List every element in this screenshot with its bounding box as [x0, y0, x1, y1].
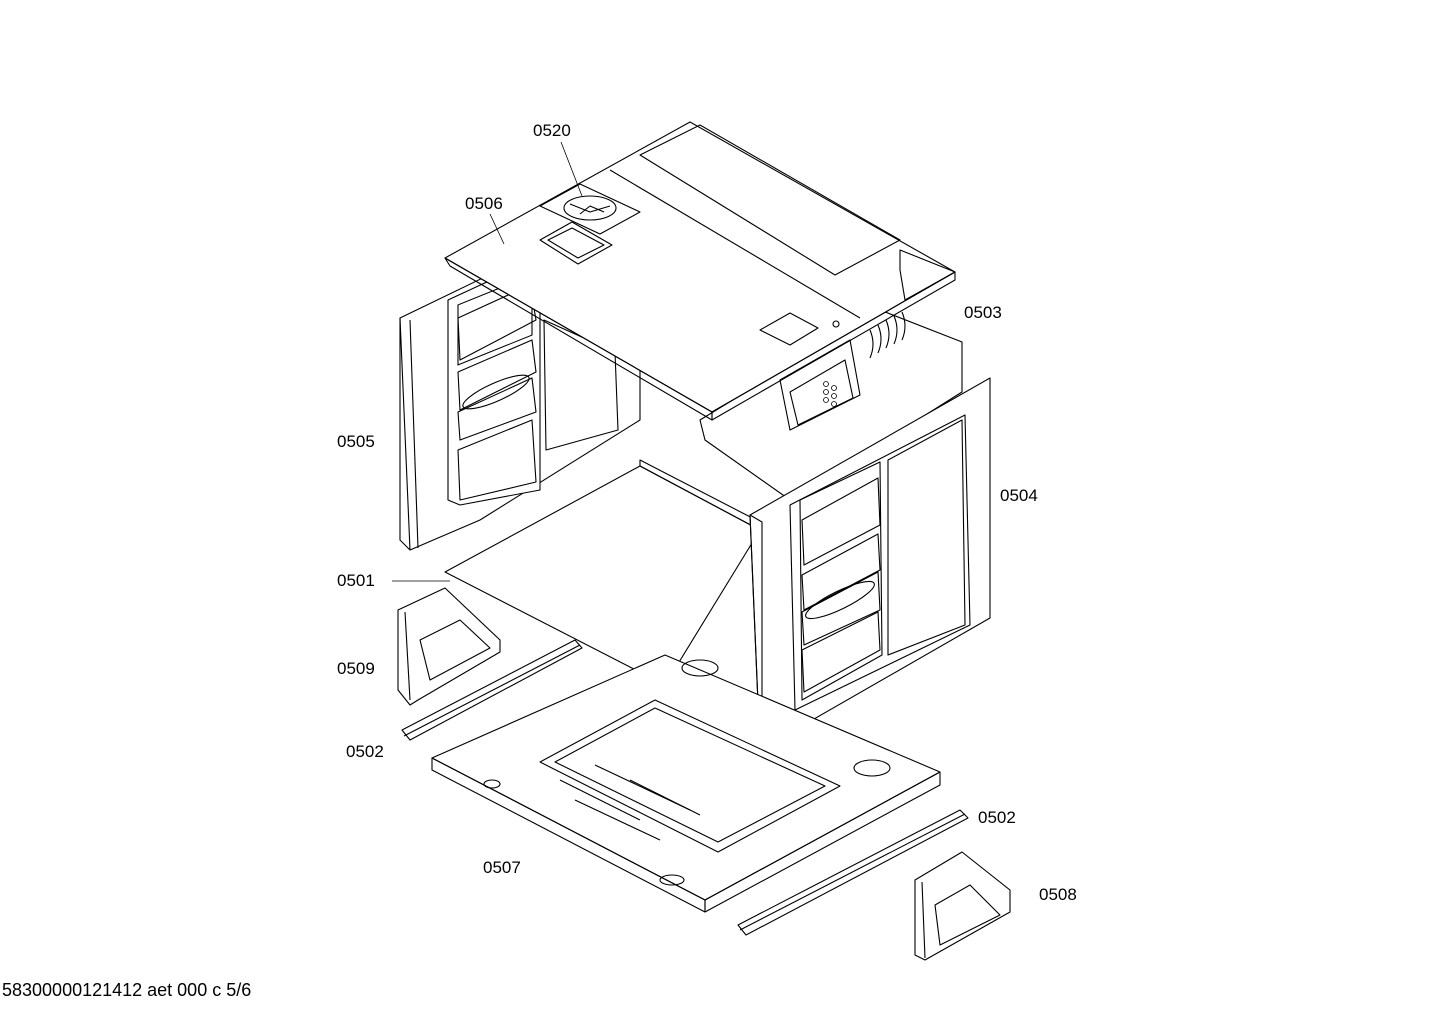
part-0502-left-runner — [401, 639, 583, 741]
label-0501: 0501 — [337, 571, 375, 590]
label-0508: 0508 — [1039, 885, 1077, 904]
label-0505: 0505 — [337, 432, 375, 451]
label-0503: 0503 — [964, 303, 1002, 322]
label-0507: 0507 — [483, 858, 521, 877]
vent-grille — [869, 311, 906, 359]
part-0520-fan-cover — [539, 183, 641, 235]
label-0502-right: 0502 — [978, 808, 1016, 827]
part-0506-top-cover — [444, 121, 956, 421]
label-0520: 0520 — [533, 121, 571, 140]
part-0502-right-runner — [737, 809, 969, 936]
label-0506: 0506 — [465, 194, 503, 213]
part-0508-bracket — [914, 851, 1011, 961]
part-0509-bracket — [397, 587, 501, 706]
document-reference: 58300000121412 aet 000 c 5/6 — [2, 980, 252, 1000]
label-0509: 0509 — [337, 659, 375, 678]
leader-lines — [392, 141, 583, 582]
label-0504: 0504 — [1000, 486, 1038, 505]
label-0502-left: 0502 — [346, 742, 384, 761]
part-0507-bottom-tray — [431, 654, 941, 913]
